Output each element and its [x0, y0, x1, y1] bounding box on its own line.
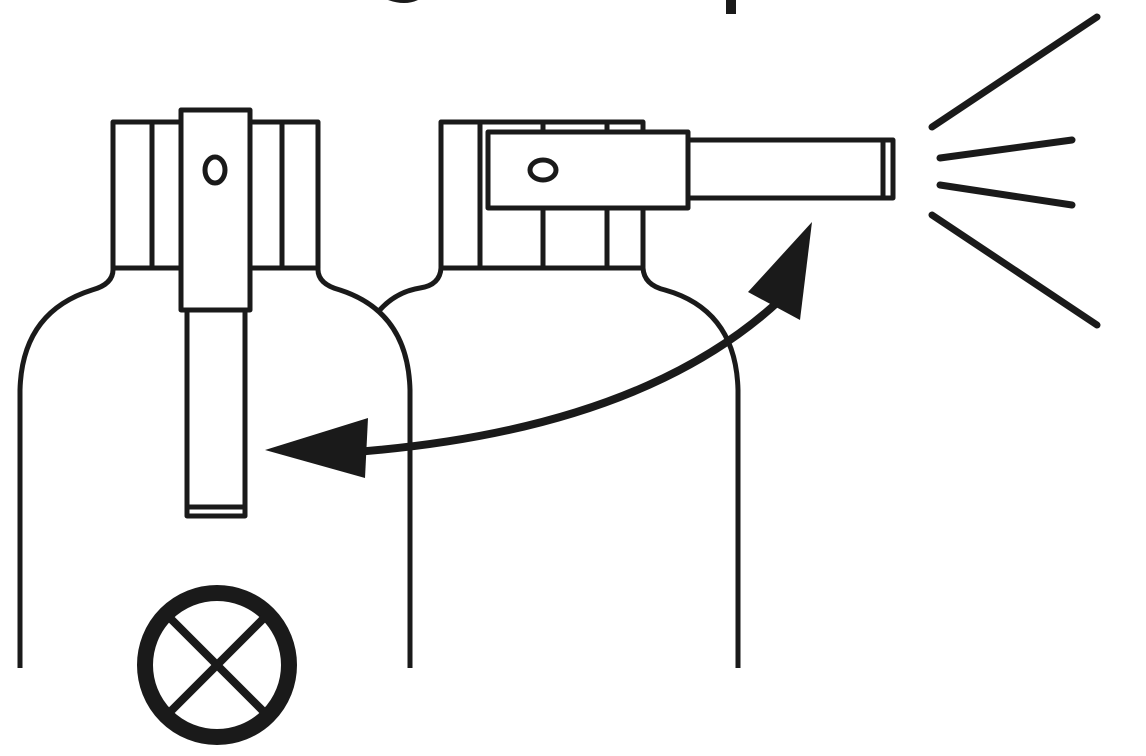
nozzle-hole: [527, 157, 559, 183]
spray-bottle-open: [376, 119, 896, 668]
spray-lines-icon: [928, 13, 1101, 329]
nozzle-hole: [202, 154, 228, 186]
cut-off-title: [388, 0, 736, 14]
spray-bottle-closed: [17, 107, 413, 668]
prohibited-x-icon: [137, 585, 297, 745]
rotate-arrow-icon: [265, 222, 812, 478]
